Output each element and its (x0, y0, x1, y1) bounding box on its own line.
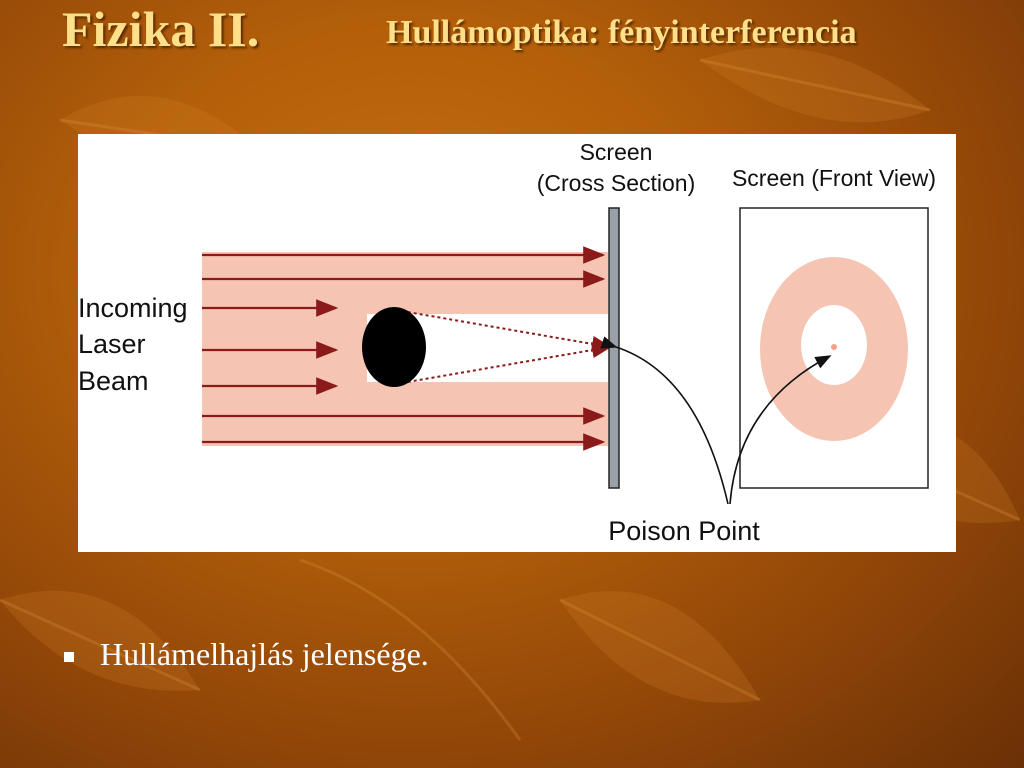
slide-title: Fizika II. (62, 1, 260, 57)
bullet-square-icon (64, 651, 74, 662)
poisson-spot-diagram: Incoming Laser Beam Screen (Cross Sectio… (78, 134, 956, 552)
bullet-text: Hullámelhajlás jelensége. (100, 636, 429, 672)
slide-subtitle: Hullámoptika: fényinterferencia (386, 14, 857, 51)
screen-cross-label-line2: (Cross Section) (537, 170, 695, 196)
poison-point-label: Poison Point (608, 516, 760, 546)
bullet-item: Hullámelhajlás jelensége. (64, 636, 429, 673)
poisson-spot (831, 344, 837, 350)
incoming-label-line3: Beam (78, 366, 149, 396)
diagram-svg: Incoming Laser Beam Screen (Cross Sectio… (78, 139, 936, 546)
incoming-label-line2: Laser (78, 329, 146, 359)
beam-arrows (202, 246, 606, 451)
pointer-lines (600, 336, 832, 505)
opaque-disc-obstacle (362, 307, 426, 387)
diffracted-rays (395, 309, 612, 385)
screen-cross-label-line1: Screen (580, 139, 653, 165)
screen-front-label: Screen (Front View) (732, 165, 936, 191)
incoming-label-line1: Incoming (78, 293, 188, 323)
